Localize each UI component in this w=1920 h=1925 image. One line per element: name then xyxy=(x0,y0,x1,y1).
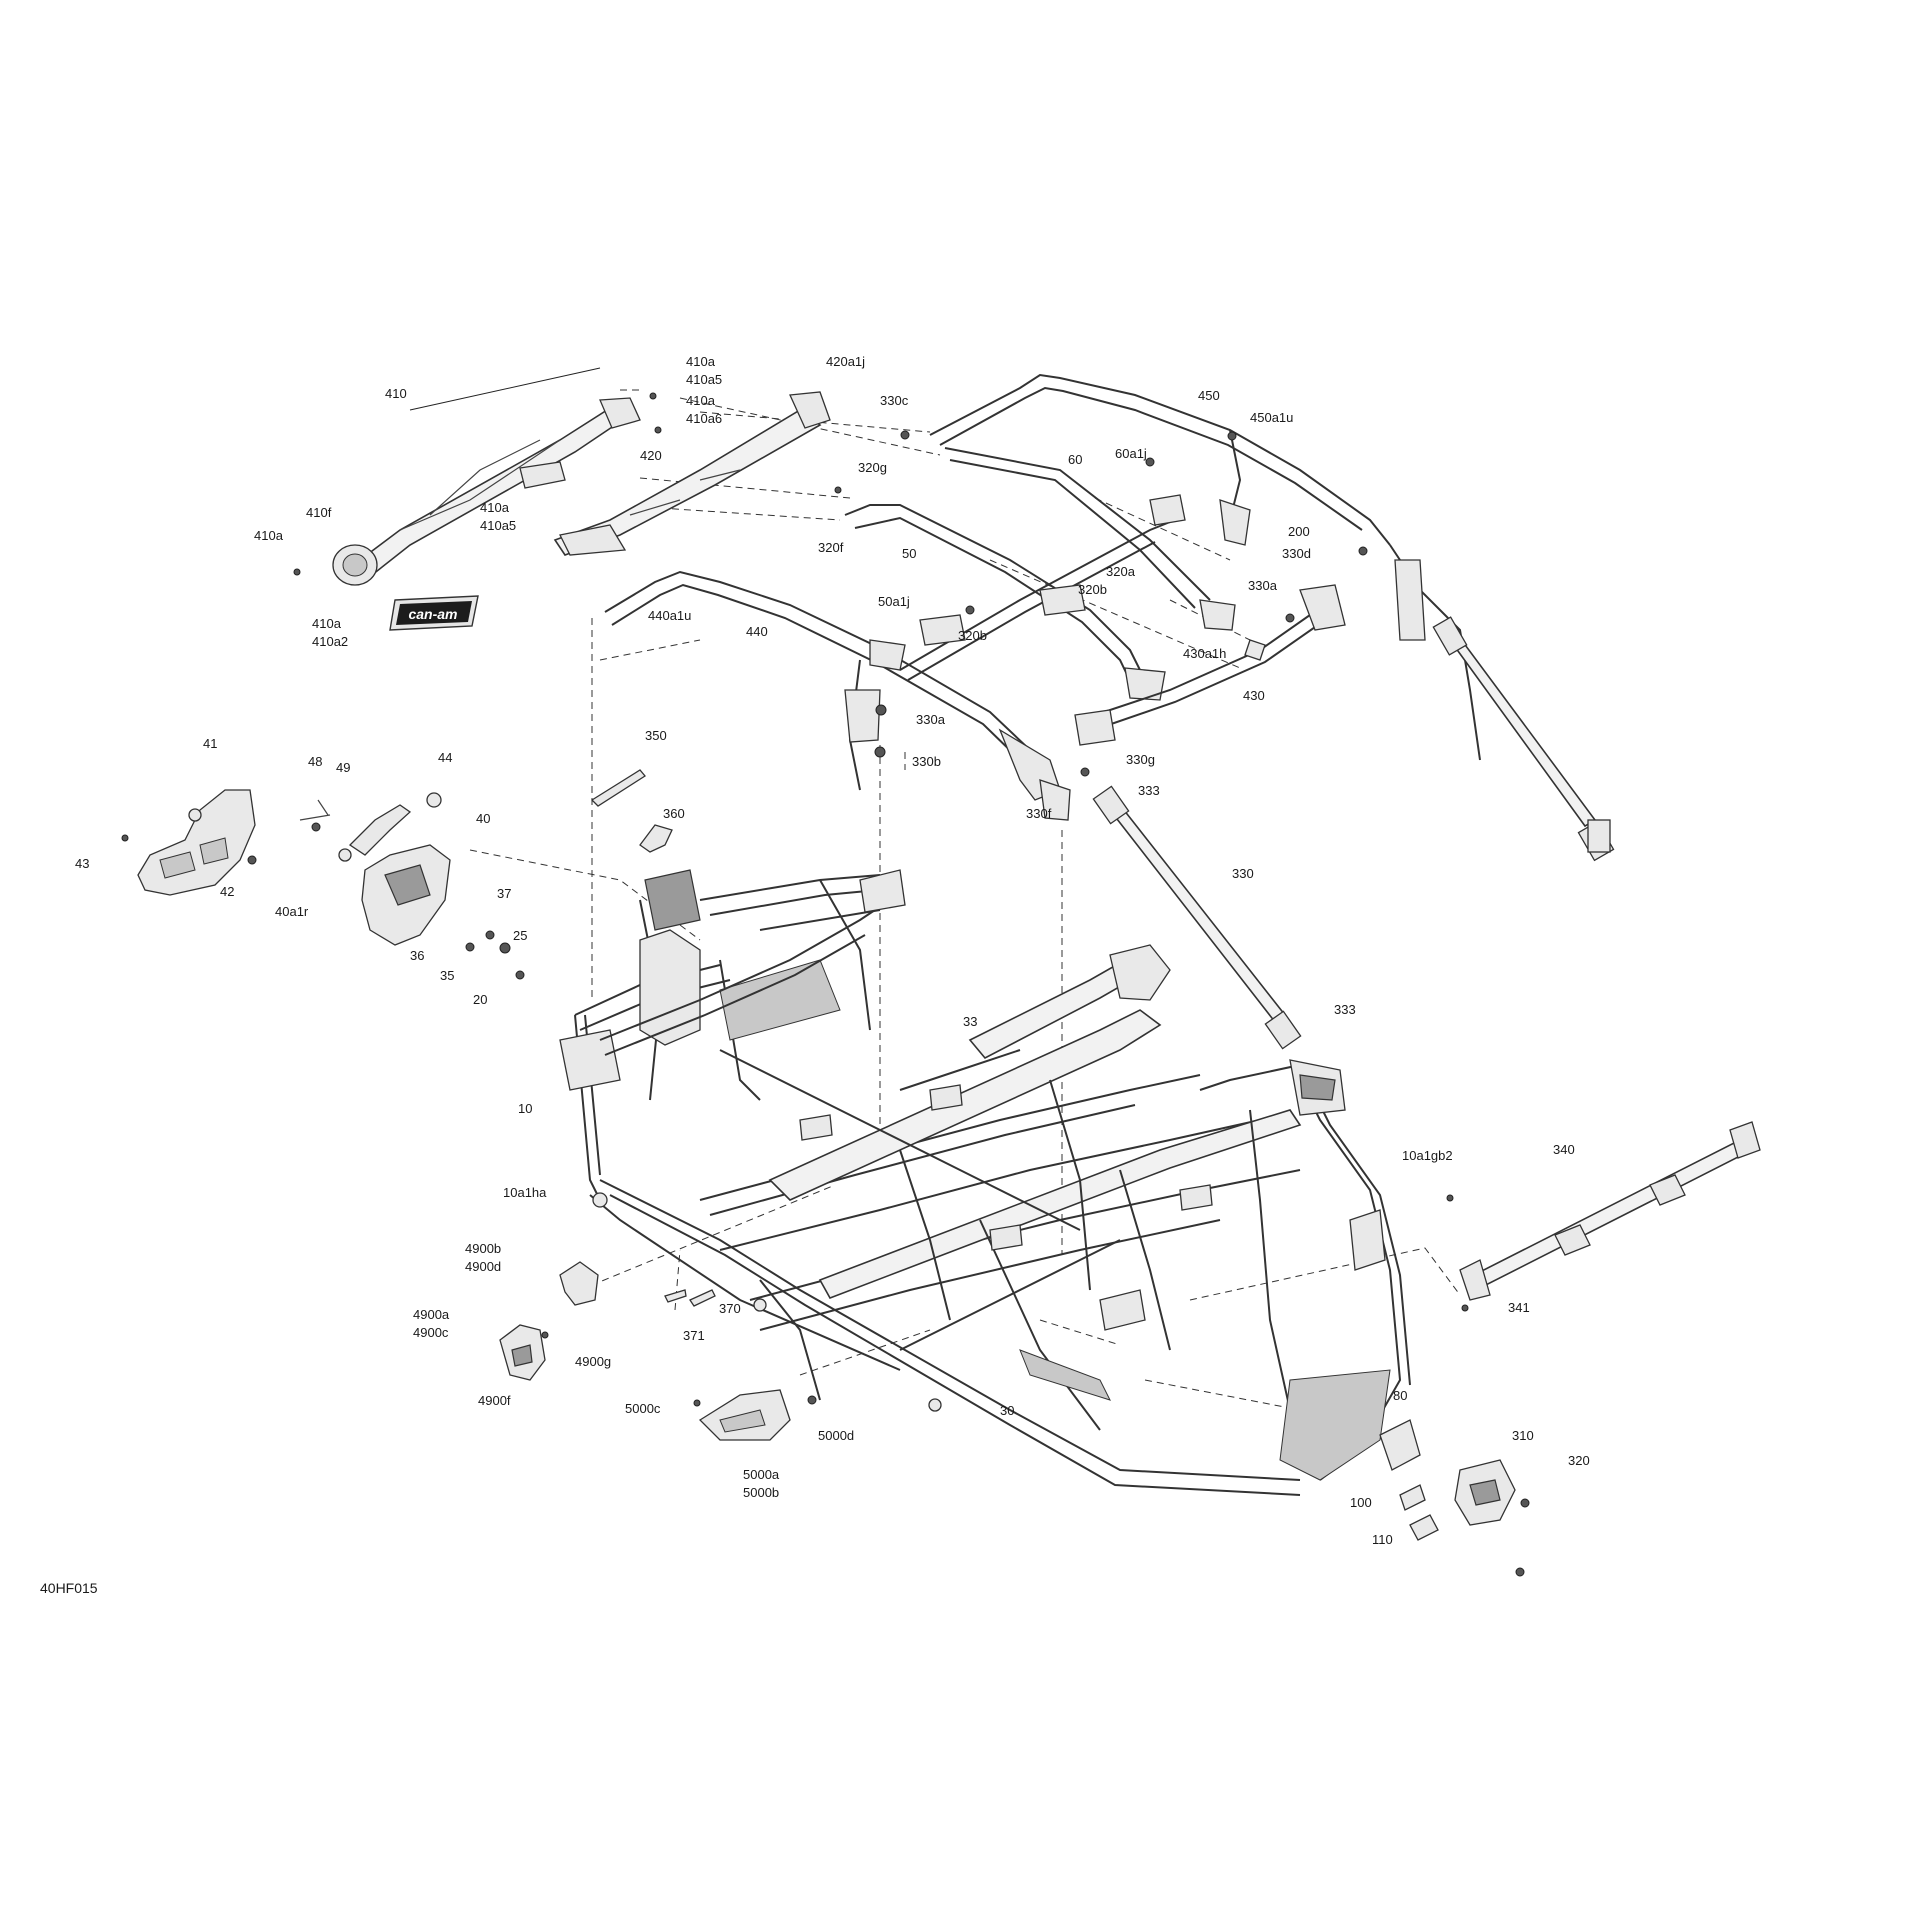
callout-4900a: 4900a xyxy=(413,1307,450,1322)
callout-310: 310 xyxy=(1512,1428,1534,1443)
callout-4900d: 4900d xyxy=(465,1259,501,1274)
callout-410a5: 410a5 xyxy=(686,372,722,387)
callout-340: 340 xyxy=(1553,1142,1575,1157)
roof-tube-420 xyxy=(553,391,831,556)
callout-20: 20 xyxy=(473,992,487,1007)
callout-5000a: 5000a xyxy=(743,1467,780,1482)
callout-410a5: 410a5 xyxy=(480,518,516,533)
leader-410 xyxy=(409,367,601,411)
callout-60: 60 xyxy=(1068,452,1082,467)
callout-60a1j: 60a1j xyxy=(1115,446,1147,461)
callout-10a1gb2: 10a1gb2 xyxy=(1402,1148,1453,1163)
callout-40a1r: 40a1r xyxy=(275,904,309,919)
callout-320f: 320f xyxy=(818,540,844,555)
callout-80: 80 xyxy=(1393,1388,1407,1403)
skid-plate-41 xyxy=(137,789,256,896)
callout-420a1j: 420a1j xyxy=(826,354,865,369)
roof-cage xyxy=(604,373,1481,821)
callout-48: 48 xyxy=(308,754,322,769)
callout-341: 341 xyxy=(1508,1300,1530,1315)
callout-333: 333 xyxy=(1138,783,1160,798)
callout-5000c: 5000c xyxy=(625,1401,661,1416)
callout-35: 35 xyxy=(440,968,454,983)
callout-labels: 410 410a 410a5 410a 410a6 420a1j 330c 450 450a1u… xyxy=(75,354,1590,1547)
callout-320a: 320a xyxy=(1106,564,1136,579)
callout-330b: 330b xyxy=(912,754,941,769)
callout-330g: 330g xyxy=(1126,752,1155,767)
can-am-logo-text: can-am xyxy=(408,606,457,622)
callout-430a1h: 430a1h xyxy=(1183,646,1226,661)
bracket-40 xyxy=(299,792,451,946)
callout-450a1u: 450a1u xyxy=(1250,410,1293,425)
callout-4900f: 4900f xyxy=(478,1393,511,1408)
assembly-lines xyxy=(469,389,1461,1411)
callout-40: 40 xyxy=(476,811,490,826)
callout-330d: 330d xyxy=(1282,546,1311,561)
can-am-decal: can-am xyxy=(389,595,479,631)
callout-4900b: 4900b xyxy=(465,1241,501,1256)
callout-50: 50 xyxy=(902,546,916,561)
callout-440: 440 xyxy=(746,624,768,639)
callout-5000b: 5000b xyxy=(743,1485,779,1500)
callout-33: 33 xyxy=(963,1014,977,1029)
roof-tube-410 xyxy=(332,397,641,586)
callout-110: 110 xyxy=(1372,1532,1393,1547)
callout-360: 360 xyxy=(663,806,685,821)
callout-410a2: 410a2 xyxy=(312,634,348,649)
callout-330a: 330a xyxy=(1248,578,1278,593)
callout-200: 200 xyxy=(1288,524,1310,539)
callout-320b: 320b xyxy=(958,628,987,643)
callout-410a: 410a xyxy=(254,528,284,543)
callout-410: 410 xyxy=(385,386,407,401)
callout-350: 350 xyxy=(645,728,667,743)
callout-410a: 410a xyxy=(480,500,510,515)
callout-410a6: 410a6 xyxy=(686,411,722,426)
leader-lines xyxy=(409,367,601,411)
callout-330: 330 xyxy=(1232,866,1254,881)
callout-320: 320 xyxy=(1568,1453,1590,1468)
callout-410a: 410a xyxy=(686,354,716,369)
callout-44: 44 xyxy=(438,750,452,765)
callout-41: 41 xyxy=(203,736,217,751)
callout-100: 100 xyxy=(1350,1495,1372,1510)
callout-49: 49 xyxy=(336,760,350,775)
figure-code: 40HF015 xyxy=(40,1580,98,1596)
callout-430: 430 xyxy=(1243,688,1265,703)
callout-10: 10 xyxy=(518,1101,532,1116)
brace-340 xyxy=(1459,1121,1761,1301)
main-frame-10 xyxy=(559,869,1411,1496)
callout-5000d: 5000d xyxy=(818,1428,854,1443)
callout-43: 43 xyxy=(75,856,89,871)
callout-320g: 320g xyxy=(858,460,887,475)
callout-42: 42 xyxy=(220,884,234,899)
callout-320b: 320b xyxy=(1078,582,1107,597)
callout-36: 36 xyxy=(410,948,424,963)
callout-330a: 330a xyxy=(916,712,946,727)
callout-410f: 410f xyxy=(306,505,332,520)
strut-330 xyxy=(1092,616,1615,1050)
callout-4900g: 4900g xyxy=(575,1354,611,1369)
callout-50a1j: 50a1j xyxy=(878,594,910,609)
callout-370: 370 xyxy=(719,1301,741,1316)
callout-4900c: 4900c xyxy=(413,1325,449,1340)
callout-450: 450 xyxy=(1198,388,1220,403)
callout-371: 371 xyxy=(683,1328,705,1343)
callout-410a: 410a xyxy=(312,616,342,631)
callout-420: 420 xyxy=(640,448,662,463)
callout-10a1ha: 10a1ha xyxy=(503,1185,547,1200)
hardware-fasteners xyxy=(121,392,1530,1577)
callout-440a1u: 440a1u xyxy=(648,608,691,623)
callout-37: 37 xyxy=(497,886,511,901)
callout-330f: 330f xyxy=(1026,806,1052,821)
callout-30: 30 xyxy=(1000,1403,1014,1418)
callout-333: 333 xyxy=(1334,1002,1356,1017)
callout-330c: 330c xyxy=(880,393,909,408)
callout-410a: 410a xyxy=(686,393,716,408)
callout-25: 25 xyxy=(513,928,527,943)
small-parts xyxy=(499,769,1611,1541)
